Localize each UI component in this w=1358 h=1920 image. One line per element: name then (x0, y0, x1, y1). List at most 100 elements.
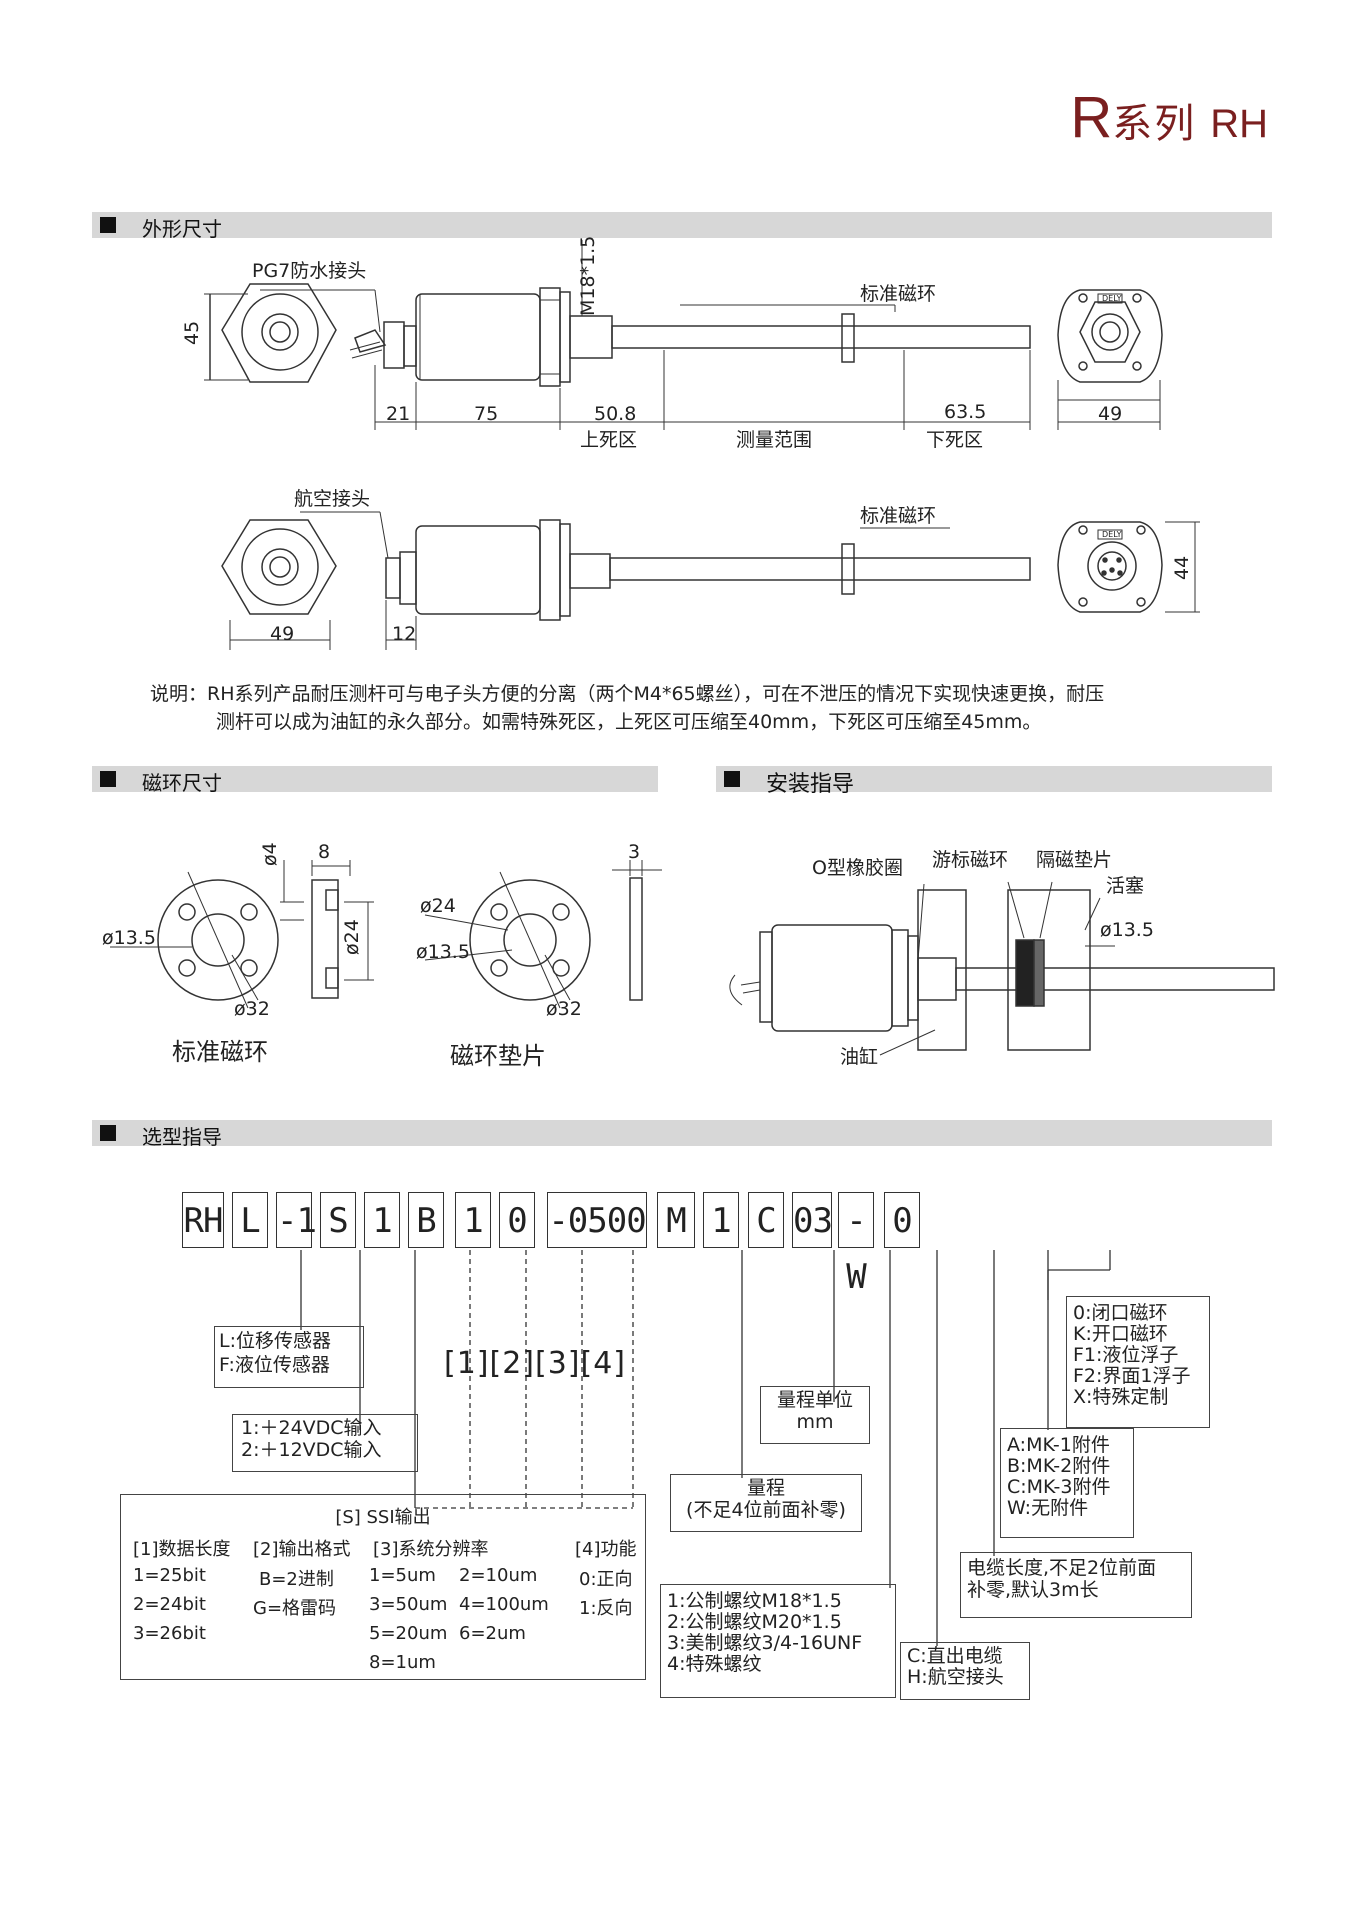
dim-d32: ø32 (234, 998, 270, 1020)
dim-75: 75 (474, 403, 498, 425)
code-box: RH (182, 1192, 224, 1248)
pad-d32: ø32 (546, 998, 582, 1020)
ssi-header-1: [1]数据长度 (133, 1539, 231, 1560)
dim-21: 21 (386, 403, 410, 425)
magnet-option-box: 0:闭口磁环 K:开口磁环 F1:液位浮子 F2:界面1浮子 X:特殊定制 (1066, 1296, 1210, 1428)
connector-box: C:直出电缆 H:航空接头 (900, 1642, 1030, 1700)
code-segment: 0 (507, 1201, 528, 1241)
install-d13-5: ø13.5 (1100, 919, 1154, 941)
connector-line-1: C:直出电缆 (907, 1645, 1003, 1667)
cursor-magnet-label: 游标磁环 (932, 849, 1008, 871)
code-segment: S (328, 1201, 349, 1241)
ssi-c3b-1: 4=100um (459, 1594, 549, 1615)
install-texts: O型橡胶圈 游标磁环 隔磁垫片 活塞 ø13.5 油缸 (812, 849, 1154, 1068)
dim-texts: 45 PG7防水接头 M18*1.5 21 75 50.8 63.5 49 上死… (181, 236, 1193, 645)
magnet-pad-front (424, 871, 591, 1009)
unit-box: 量程单位 mm (760, 1386, 870, 1444)
magnet-option-2: K:开口磁环 (1073, 1323, 1168, 1345)
code-segment: L (240, 1201, 261, 1241)
code-segment: RH (183, 1201, 224, 1241)
code-box: M (657, 1192, 695, 1248)
unit-line-2: mm (796, 1411, 834, 1433)
install-drawing (729, 881, 1275, 1056)
model-name: RH (1210, 102, 1268, 146)
pad-caption: 磁环垫片 (450, 1042, 546, 1070)
ssi-header-3: [3]系统分辨率 (373, 1539, 489, 1560)
ssi-c3a-3: 8=1um (369, 1652, 436, 1673)
accessory-line-2: B:MK-2附件 (1007, 1455, 1111, 1477)
std-magnet-label: 标准磁环 (860, 283, 936, 305)
code-segment: B (416, 1201, 437, 1241)
end-view-top (204, 283, 337, 383)
pad-d24: ø24 (420, 895, 456, 917)
pad-d3: 3 (628, 841, 640, 863)
code-box: 0 (884, 1192, 920, 1248)
accessory-line-3: C:MK-3附件 (1007, 1476, 1111, 1498)
bullet-square-icon (100, 1125, 116, 1141)
dim-45: 45 (181, 321, 203, 345)
code-box: S (320, 1192, 356, 1248)
bullet-square-icon (100, 217, 116, 233)
code-box: 1 (455, 1192, 491, 1248)
dim-50-8: 50.8 (594, 403, 636, 425)
section-title: 选型指导 (142, 1125, 222, 1149)
bullet-square-icon (100, 771, 116, 787)
magnet-texts: ø4 8 ø13.5 ø24 ø32 标准磁环 ø24 ø13.5 ø32 3 … (102, 841, 640, 1070)
top-dead-label: 上死区 (580, 429, 637, 451)
dim-49-b: 49 (270, 623, 294, 645)
section-magnet: 磁环尺寸 (92, 766, 658, 795)
magnet-pad-side (612, 860, 662, 1001)
std-magnet-front (110, 871, 279, 1009)
dim-8: 8 (318, 841, 330, 863)
dim-49: 49 (1098, 403, 1122, 425)
isolation-pad-label: 隔磁垫片 (1036, 849, 1112, 871)
note-line-2: 测杆可以成为油缸的永久部分。如需特殊死区，上死区可压缩至40mm，下死区可压缩至… (216, 711, 1042, 733)
range-line-2: (不足4位前面补零) (686, 1499, 846, 1521)
code-box: -W (838, 1192, 874, 1297)
connector-line-2: H:航空接头 (907, 1666, 1004, 1688)
ssi-c3a-0: 1=5um (369, 1565, 436, 1586)
dim-12: 12 (392, 623, 416, 645)
code-segment: C (756, 1201, 777, 1241)
code-box: C (748, 1192, 784, 1248)
type-box: L:位移传感器 F:液位传感器 (214, 1326, 364, 1388)
dim-d4: ø4 (259, 842, 281, 866)
std-magnet-caption: 标准磁环 (172, 1038, 268, 1066)
function-brackets: [1][2][3][4] (444, 1346, 626, 1381)
end-view-right-bottom (1057, 521, 1200, 613)
dim-63-5: 63.5 (944, 401, 986, 423)
code-box: 03 (792, 1192, 833, 1248)
end-view-bottom (221, 519, 337, 650)
selection-connectors (300, 1250, 1111, 1646)
section-dimensions: 外形尺寸 (92, 212, 1272, 241)
section-title: 安装指导 (766, 772, 855, 797)
accessory-line-1: A:MK-1附件 (1007, 1434, 1110, 1456)
magnet-option-1: 0:闭口磁环 (1073, 1302, 1168, 1324)
series-letter: R (1070, 85, 1113, 150)
code-segment: 1 (711, 1201, 732, 1241)
note-line-1: 说明：RH系列产品耐压测杆可与电子头方便的分离（两个M4*65螺丝），可在不泄压… (150, 683, 1105, 705)
ssi-c2-0: B=2进制 (259, 1569, 334, 1590)
thread-line-2: 2:公制螺纹M20*1.5 (667, 1611, 842, 1633)
ssi-c4-1: 1:反向 (579, 1598, 633, 1619)
power-line-2: 2:＋12VDC输入 (241, 1439, 382, 1461)
code-box: -0500 (547, 1192, 647, 1248)
magnet-option-5: X:特殊定制 (1073, 1386, 1169, 1408)
ssi-c3a-1: 3=50um (369, 1594, 448, 1615)
dim-d13-5: ø13.5 (102, 927, 156, 949)
bottom-dead-label: 下死区 (926, 429, 983, 451)
code-box: 0 (499, 1192, 535, 1248)
ssi-c1-2: 3=26bit (133, 1623, 206, 1644)
side-view-top: 标准磁环 (260, 240, 1031, 387)
range-box: 量程 (不足4位前面补零) (670, 1474, 862, 1532)
ssi-header-2: [2]输出格式 (253, 1539, 351, 1560)
cable-box: 电缆长度,不足2位前面 补零,默认3m长 (960, 1552, 1192, 1618)
ssi-output-box: [S] SSI输出 [1]数据长度 [2]输出格式 [3]系统分辨率 [4]功能… (120, 1494, 646, 1680)
dely-logo-2: DELY (1102, 530, 1122, 539)
code-segment: -W (846, 1201, 867, 1297)
oring-label: O型橡胶圈 (812, 857, 903, 879)
range-line-1: 量程 (746, 1477, 785, 1499)
description-note: 说明：RH系列产品耐压测杆可与电子头方便的分离（两个M4*65螺丝），可在不泄压… (150, 680, 1260, 736)
